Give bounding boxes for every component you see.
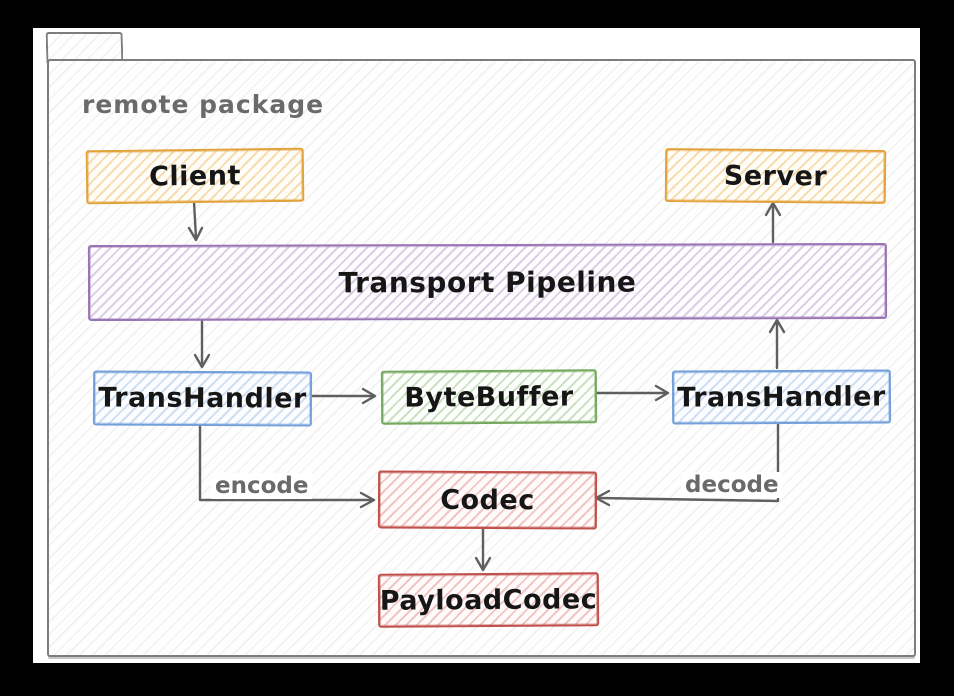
node-bytebuffer-label: ByteBuffer xyxy=(404,380,574,414)
node-payloadcodec-label: PayloadCodec xyxy=(379,583,598,617)
node-transhandler-right-label: TransHandler xyxy=(677,380,886,414)
node-codec-label: Codec xyxy=(440,484,535,516)
node-client: Client xyxy=(85,147,305,205)
node-bytebuffer: ByteBuffer xyxy=(380,369,598,425)
node-transhandler-left-label: TransHandler xyxy=(98,382,307,415)
node-transport-pipeline-label: Transport Pipeline xyxy=(338,265,637,299)
node-server-label: Server xyxy=(723,160,828,192)
edge-label-decode: decode xyxy=(681,472,783,498)
node-transhandler-right: TransHandler xyxy=(671,369,892,425)
node-transhandler-left: TransHandler xyxy=(92,370,313,427)
node-transport-pipeline: Transport Pipeline xyxy=(87,242,888,322)
package-title: remote package xyxy=(82,90,325,119)
node-codec: Codec xyxy=(377,470,598,530)
diagram-canvas: remote package xyxy=(33,28,920,663)
node-payloadcodec: PayloadCodec xyxy=(377,572,600,628)
node-server: Server xyxy=(664,148,887,204)
node-client-label: Client xyxy=(148,159,242,193)
edge-label-encode: encode xyxy=(211,473,313,499)
